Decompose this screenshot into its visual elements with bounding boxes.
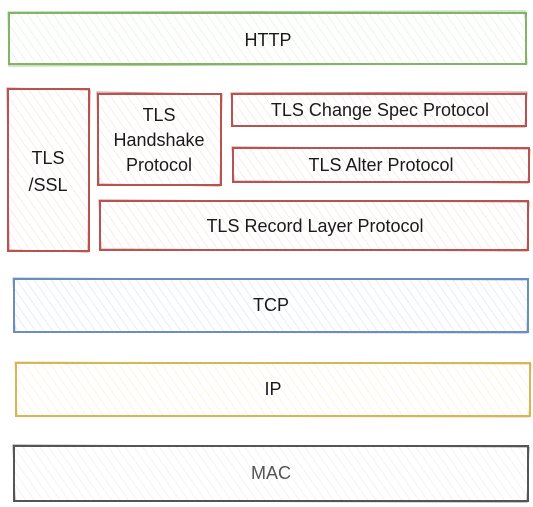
tls-handshake-label-line1: TLS xyxy=(142,105,175,125)
tls-ssl-label-line2: /SSL xyxy=(28,175,67,195)
tls-ssl-label-line1: TLS xyxy=(31,148,64,168)
tcp-label: TCP xyxy=(253,295,289,315)
ip-label: IP xyxy=(264,379,281,399)
tls-handshake-label-line3: Protocol xyxy=(126,155,192,175)
mac-layer: MAC xyxy=(12,444,530,503)
tls-alter-label: TLS Alter Protocol xyxy=(308,155,453,175)
tcp-layer: TCP xyxy=(12,277,529,334)
mac-label: MAC xyxy=(251,463,291,483)
ip-layer: IP xyxy=(14,361,532,418)
tls-alter-layer: TLS Alter Protocol xyxy=(231,146,531,184)
http-label: HTTP xyxy=(245,30,292,50)
tls-change-spec-label: TLS Change Spec Protocol xyxy=(271,100,489,120)
tls-record-layer: TLS Record Layer Protocol xyxy=(98,199,530,252)
tls-record-label: TLS Record Layer Protocol xyxy=(206,216,423,236)
tls-change-spec-layer: TLS Change Spec Protocol xyxy=(230,91,528,128)
tls-ssl-layer: TLS /SSL xyxy=(6,87,91,253)
tls-handshake-layer: TLS Handshake Protocol xyxy=(96,91,223,187)
tls-handshake-label-line2: Handshake xyxy=(113,130,204,150)
http-layer: HTTP xyxy=(7,10,528,67)
